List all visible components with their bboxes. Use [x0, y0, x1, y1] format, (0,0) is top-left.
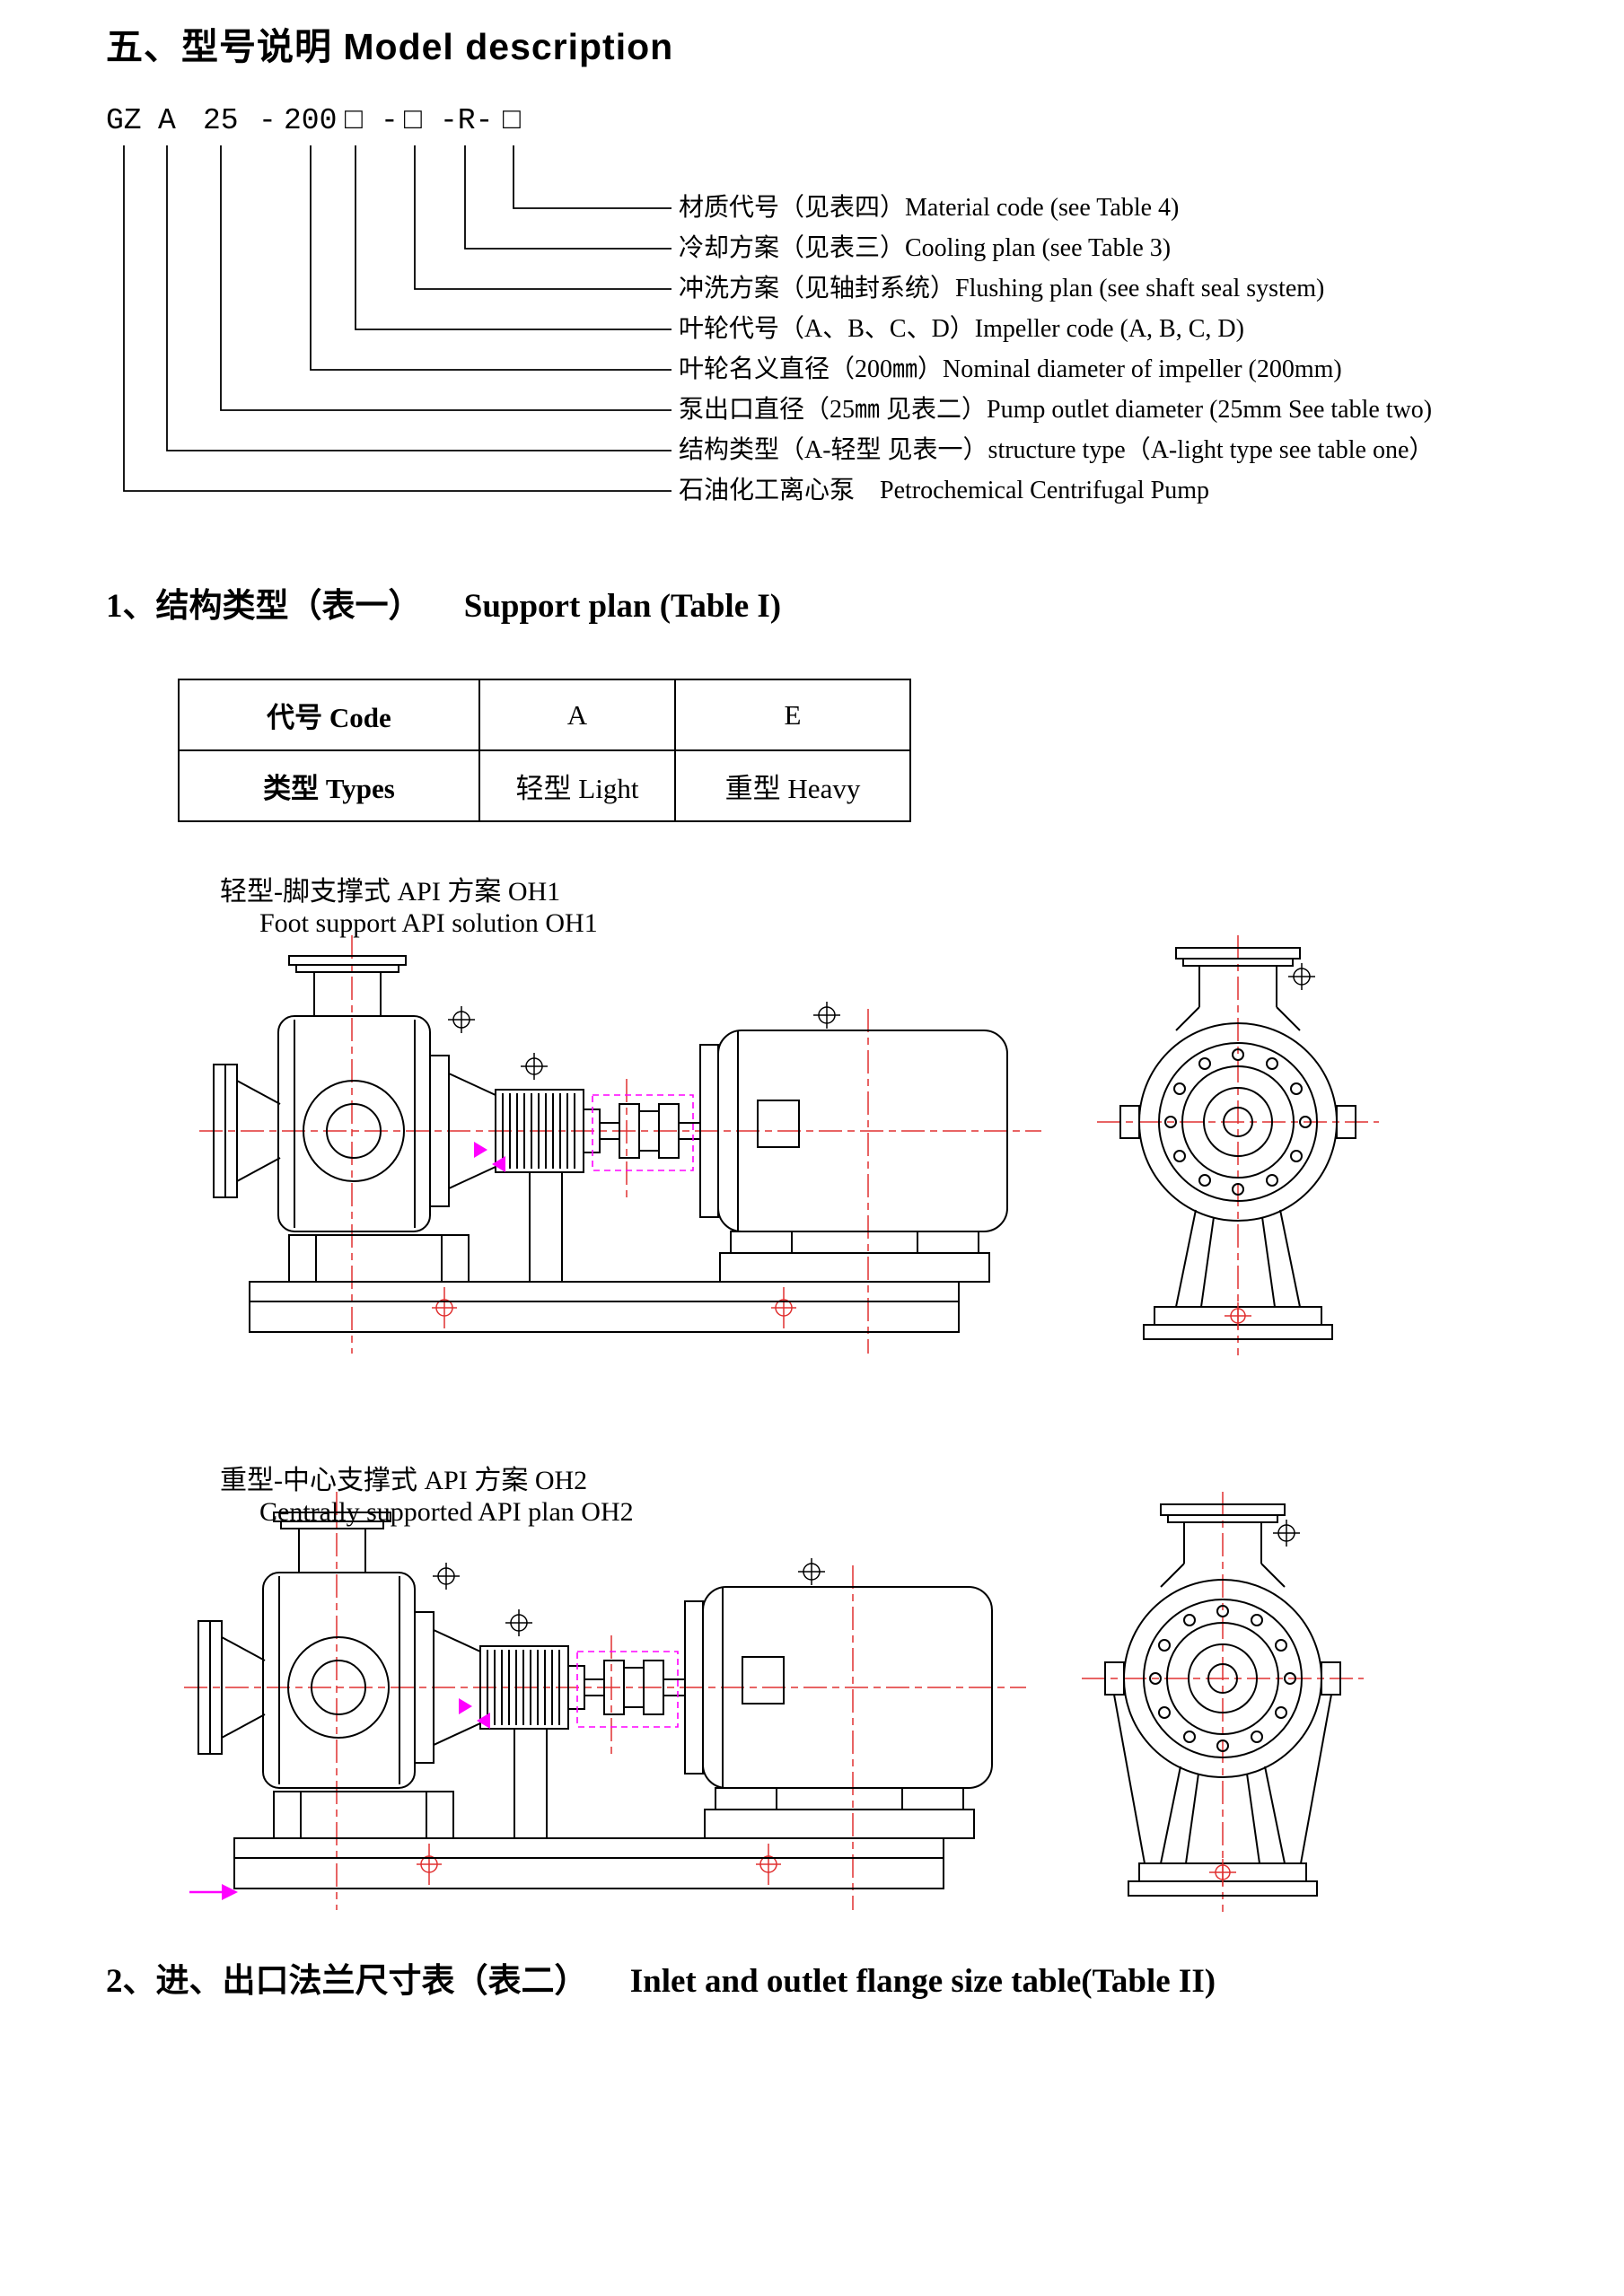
table-cell-type-heavy: 重型 Heavy: [674, 749, 911, 822]
model-code-token: -: [259, 104, 277, 137]
model-code-token: □: [404, 104, 422, 137]
centerline-support-brackets: [1113, 1694, 1332, 1864]
pump-drawing-oh2-side-view: [184, 1491, 1027, 1911]
model-code-token: A: [158, 104, 176, 137]
section2-heading: 2、进、出口法兰尺寸表（表二） Inlet and outlet flange …: [106, 1953, 1216, 2002]
page-title: 五、型号说明 Model description: [106, 26, 674, 67]
section2-heading-en: Inlet and outlet flange size table(Table…: [629, 1963, 1216, 2000]
caption-oh1-en: Foot support API solution OH1: [259, 908, 598, 938]
flow-arrow: [189, 1884, 238, 1900]
figure-oh2: [184, 1486, 1371, 1917]
pump-drawing-oh2-end-view: [1081, 1491, 1365, 1913]
table-row: 类型 Types 轻型 Light 重型 Heavy: [178, 749, 911, 822]
section1-heading-zh: 1、结构类型（表一）: [106, 588, 422, 625]
caption-oh1-zh: 轻型-脚支撑式 API 方案 OH1: [220, 877, 561, 907]
table-cell-types-header: 类型 Types: [178, 749, 480, 822]
model-code-callout: 叶轮名义直径（200㎜）Nominal diameter of impeller…: [679, 355, 1342, 383]
model-code-callout: 叶轮代号（A、B、C、D）Impeller code (A, B, C, D): [679, 315, 1244, 343]
model-code-diagram: GZ A 25 - 200 □ - □ -R- □ 材质代号（见表四）Mater…: [0, 0, 1624, 539]
model-code-callout: 泵出口直径（25㎜ 见表二）Pump outlet diameter (25mm…: [679, 396, 1433, 424]
pump-drawing-oh1-end-view: [1096, 934, 1380, 1356]
model-code-token: GZ: [106, 104, 142, 137]
model-code-token: 25: [203, 104, 239, 137]
table-cell-type-light: 轻型 Light: [478, 749, 676, 822]
caption-oh1: 轻型-脚支撑式 API 方案 OH1 Foot support API solu…: [193, 838, 598, 969]
model-code-token: 200: [284, 104, 338, 137]
section1-heading-en: Support plan (Table I): [463, 588, 782, 625]
figure-oh1: [199, 930, 1386, 1361]
section2-heading-zh: 2、进、出口法兰尺寸表（表二）: [106, 1963, 588, 2000]
section1-heading: 1、结构类型（表一） Support plan (Table I): [106, 578, 781, 627]
caption-oh2-zh: 重型-中心支撑式 API 方案 OH2: [220, 1466, 588, 1495]
model-code-token: -: [381, 104, 399, 137]
model-code-callout: 材质代号（见表四）Material code (see Table 4): [679, 194, 1180, 222]
table-row: 代号 Code A E: [178, 679, 911, 751]
table-cell-code-e: E: [674, 679, 911, 751]
model-code-callout: 结构类型（A-轻型 见表一）structure type（A-light typ…: [679, 436, 1435, 464]
model-code-callout: 石油化工离心泵 Petrochemical Centrifugal Pump: [679, 477, 1210, 504]
model-code-connector-lines: [123, 145, 672, 492]
table-cell-code-header: 代号 Code: [178, 679, 480, 751]
model-code-callout: 冷却方案（见表三）Cooling plan (see Table 3): [679, 234, 1172, 262]
model-code-token: -R-: [440, 104, 494, 137]
pump-drawing-oh1-side-view: [199, 934, 1042, 1354]
model-code-token: □: [345, 104, 363, 137]
model-code-token: □: [503, 104, 521, 137]
table-cell-code-a: A: [478, 679, 676, 751]
model-code-callout: 冲洗方案（见轴封系统）Flushing plan (see shaft seal…: [679, 275, 1325, 302]
support-plan-table: 代号 Code A E 类型 Types 轻型 Light 重型 Heavy: [178, 679, 911, 822]
